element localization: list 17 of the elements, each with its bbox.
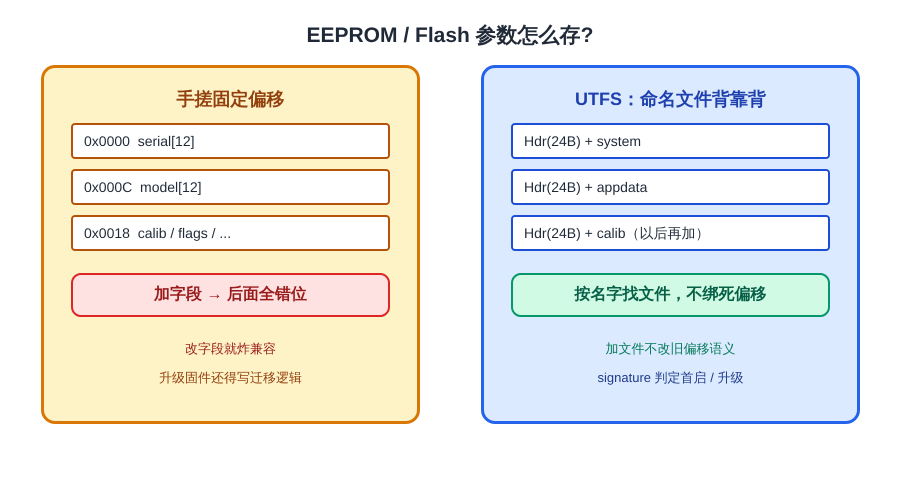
note-text: 升级固件还得写迁移逻辑 [158, 369, 303, 387]
panel [41, 65, 420, 424]
field-row: 0x0018 calib / flags / ... [71, 215, 390, 251]
field-row: Hdr(24B) + calib（以后再加） [511, 215, 830, 251]
panel [481, 65, 860, 424]
panel-heading: 手搓固定偏移 [176, 88, 286, 111]
note-text: 加文件不改旧偏移语义 [604, 340, 736, 358]
field-row: 0x0000 serial[12] [71, 123, 390, 159]
field-row: Hdr(24B) + system [511, 123, 830, 159]
callout-box: 加字段 → 后面全错位 [71, 273, 390, 317]
note-text: signature 判定首启 / 升级 [596, 369, 744, 387]
diagram-title: EEPROM / Flash 参数怎么存? [305, 23, 595, 49]
field-row: Hdr(24B) + appdata [511, 169, 830, 205]
note-text: 改字段就炸兼容 [184, 340, 277, 358]
field-row: 0x000C model[12] [71, 169, 390, 205]
panel-heading: UTFS：命名文件背靠背 [574, 88, 767, 111]
callout-box: 按名字找文件，不绑死偏移 [511, 273, 830, 317]
